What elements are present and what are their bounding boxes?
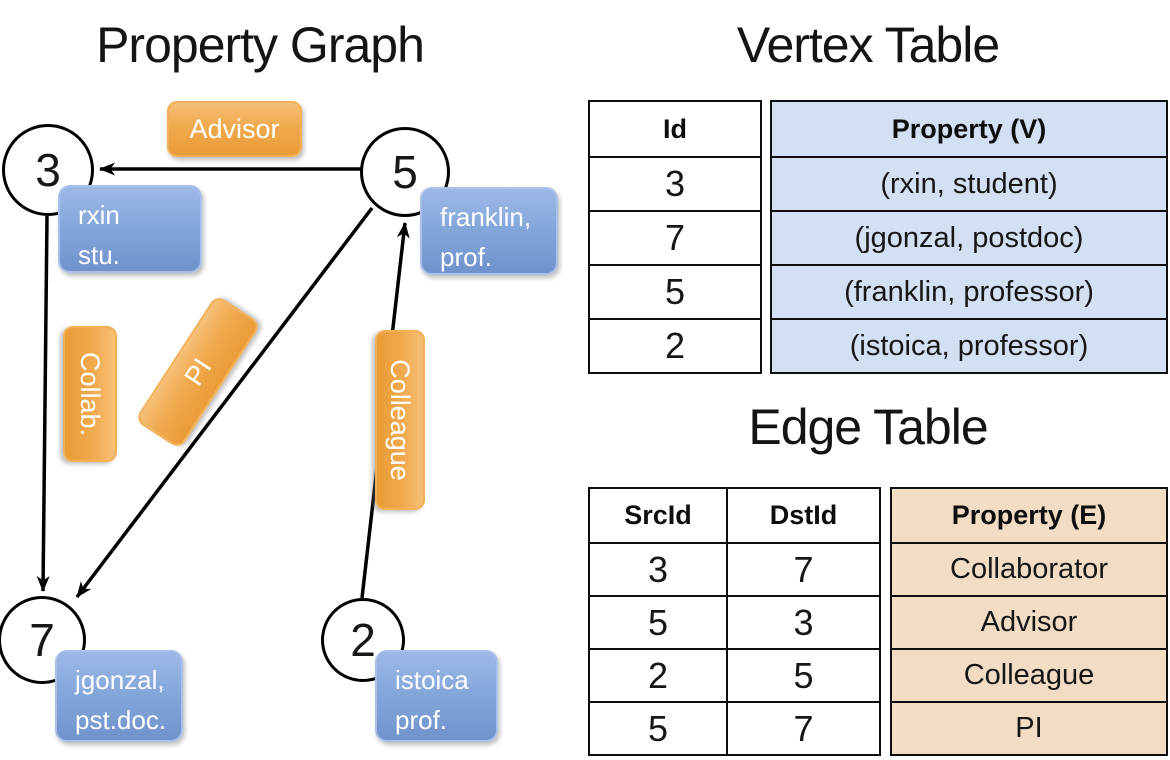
table-cell: (istoica, professor) bbox=[772, 318, 1166, 372]
edge-label-collab: Collab. bbox=[63, 326, 117, 462]
edge-table-dstid-column: DstId 7 3 5 7 bbox=[728, 489, 879, 754]
vertex-table: Id 3 7 5 2 Property (V) (rxin, student) … bbox=[588, 100, 1168, 374]
edge-arrow-pi-5-to-7 bbox=[75, 206, 374, 599]
table-cell: Advisor bbox=[892, 595, 1166, 648]
vertex-label-istoica-line1: istoica bbox=[395, 665, 469, 695]
vertex-table-header-property: Property (V) bbox=[891, 113, 1047, 144]
vertex-label-franklin-line1: franklin, bbox=[440, 202, 532, 232]
vertex-label-franklin: franklin, prof. bbox=[420, 187, 558, 275]
edge-table: SrcId 3 5 2 5 DstId 7 3 5 7 Property (E)… bbox=[588, 487, 1168, 756]
vertex-node-5: 5 bbox=[360, 127, 450, 217]
edge-table-header-dstid: DstId bbox=[769, 500, 838, 530]
property-graph-title: Property Graph bbox=[96, 17, 425, 73]
vertex-label-istoica: istoica prof. bbox=[375, 650, 498, 742]
table-cell: 3 bbox=[590, 542, 726, 595]
edge-table-property-column: Property (E) Collaborator Advisor Collea… bbox=[890, 487, 1168, 756]
table-cell: 5 bbox=[590, 595, 726, 648]
edge-table-header-property: Property (E) bbox=[951, 500, 1107, 530]
vertex-table-property-column: Property (V) (rxin, student) (jgonzal, p… bbox=[770, 100, 1168, 374]
table-cell: 7 bbox=[728, 542, 879, 595]
table-cell: 2 bbox=[590, 318, 760, 372]
vertex-node-3-id: 3 bbox=[35, 144, 61, 196]
edge-table-id-columns: SrcId 3 5 2 5 DstId 7 3 5 7 bbox=[588, 487, 881, 756]
edge-table-srcid-column: SrcId 3 5 2 5 bbox=[590, 489, 728, 754]
vertex-node-7-id: 7 bbox=[29, 614, 55, 666]
edge-table-title: Edge Table bbox=[748, 399, 988, 455]
vertex-node-2: 2 bbox=[321, 598, 405, 682]
edge-label-colleague: Colleague bbox=[375, 330, 425, 510]
table-cell: 5 bbox=[590, 264, 760, 318]
vertex-label-rxin: rxin stu. bbox=[58, 185, 202, 273]
table-cell: (rxin, student) bbox=[772, 156, 1166, 210]
edge-label-advisor: Advisor bbox=[167, 101, 302, 157]
vertex-node-5-id: 5 bbox=[392, 146, 418, 198]
edge-table-header-srcid: SrcId bbox=[624, 500, 692, 530]
table-cell: 3 bbox=[728, 595, 879, 648]
table-cell: 5 bbox=[590, 701, 726, 754]
vertex-label-rxin-line1: rxin bbox=[78, 200, 120, 230]
table-cell: 2 bbox=[590, 648, 726, 701]
table-cell: (jgonzal, postdoc) bbox=[772, 210, 1166, 264]
vertex-node-2-id: 2 bbox=[350, 614, 376, 666]
table-cell: 5 bbox=[728, 648, 879, 701]
table-cell: Colleague bbox=[892, 648, 1166, 701]
vertex-label-jgonzal: jgonzal, pst.doc. bbox=[55, 650, 183, 742]
table-cell: 3 bbox=[590, 156, 760, 210]
table-cell: Collaborator bbox=[892, 542, 1166, 595]
edge-arrow-collab-3-to-7 bbox=[36, 215, 50, 592]
vertex-label-franklin-line2: prof. bbox=[440, 242, 493, 273]
table-cell: 7 bbox=[728, 701, 879, 754]
vertex-label-jgonzal-line2: pst.doc. bbox=[75, 705, 167, 736]
vertex-table-title: Vertex Table bbox=[736, 17, 1000, 73]
vertex-label-jgonzal-line1: jgonzal, bbox=[75, 665, 165, 695]
table-cell: 7 bbox=[590, 210, 760, 264]
vertex-table-header-id: Id bbox=[663, 113, 687, 144]
vertex-table-id-column: Id 3 7 5 2 bbox=[588, 100, 762, 374]
table-cell: PI bbox=[892, 701, 1166, 754]
table-cell: (franklin, professor) bbox=[772, 264, 1166, 318]
vertex-label-rxin-line2: stu. bbox=[78, 240, 120, 271]
vertex-label-istoica-line2: prof. bbox=[395, 705, 448, 736]
